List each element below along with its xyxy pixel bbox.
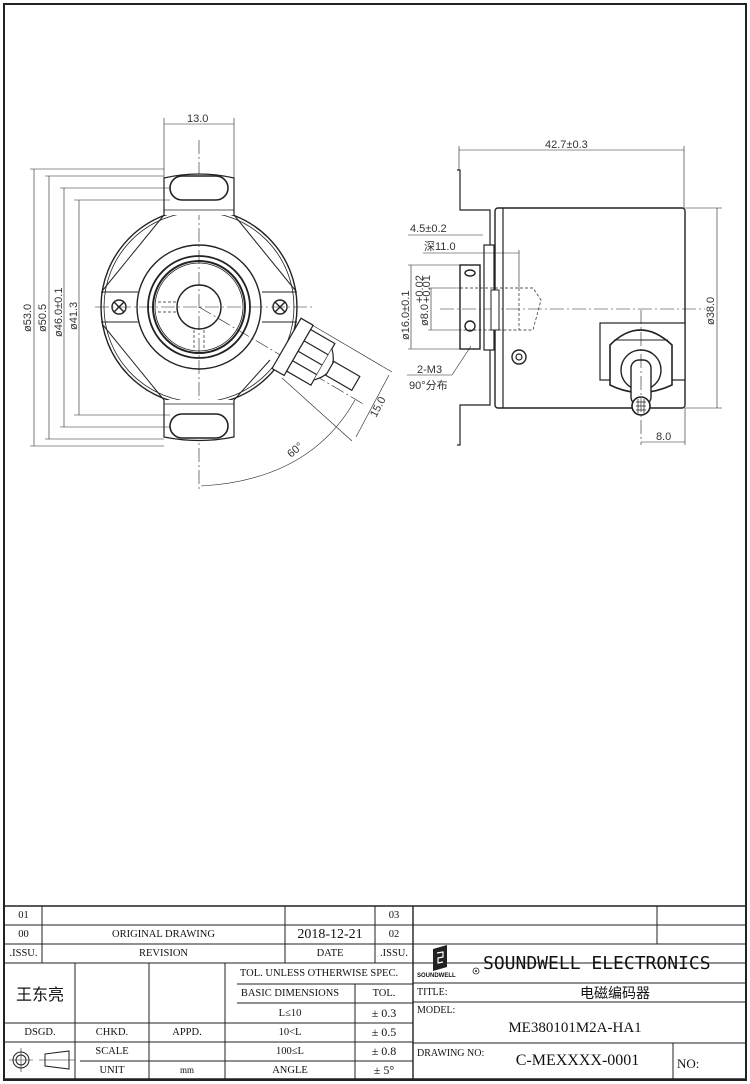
screw-left-icon bbox=[111, 299, 127, 315]
projection-symbol-icon bbox=[9, 1048, 75, 1072]
dim-screws-distribution: 90°分布 bbox=[409, 379, 448, 392]
dim-cable-offset: 8.0 bbox=[656, 431, 671, 443]
rev-description-00: ORIGINAL DRAWING bbox=[112, 929, 215, 940]
logo-text: SOUNDWELL bbox=[417, 973, 456, 979]
technical-drawing: 13.0 ø53.0 ø50.5 ø46.0±0.1 ø41.3 15.0 60… bbox=[22, 113, 722, 490]
title-block-grid bbox=[5, 905, 745, 1079]
drawing-sheet-border bbox=[3, 3, 747, 1081]
drawing-no-value: C-MEXXXX-0001 bbox=[515, 1052, 640, 1069]
dim-flange-offset: 4.5±0.2 bbox=[410, 223, 447, 235]
tolerance-col-basic: BASIC DIMENSIONS bbox=[240, 988, 340, 999]
tolerance-header: TOL. UNLESS OTHERWISE SPEC. bbox=[239, 968, 399, 979]
label-dsgd: DSGD. bbox=[24, 1027, 56, 1038]
tolerance-value-1: ± 0.5 bbox=[371, 1025, 397, 1039]
drawing-no-label: DRAWING NO: bbox=[417, 1048, 485, 1059]
rev-issu-01: 01 bbox=[18, 910, 29, 921]
value-scale bbox=[149, 1042, 225, 1061]
dim-screws: 2-M3 bbox=[417, 364, 442, 376]
rev-issu-02: 02 bbox=[388, 929, 400, 940]
rev-header-issu: .ISSU. bbox=[9, 948, 38, 959]
label-scale: SCALE bbox=[95, 1046, 129, 1057]
dim-bore-tol-lower: +0.01 bbox=[421, 275, 433, 303]
label-unit: UNIT bbox=[99, 1064, 125, 1076]
label-chkd: CHKD. bbox=[95, 1027, 129, 1038]
tolerance-range-2: 100≤L bbox=[276, 1046, 304, 1057]
dim-dia-46: ø46.0±0.1 bbox=[53, 288, 65, 337]
title-value: 电磁编码器 bbox=[580, 986, 650, 1002]
model-label: MODEL: bbox=[417, 1005, 456, 1016]
dim-bore-tol-upper: +0.02 bbox=[414, 275, 426, 303]
tolerance-value-3: ± 5° bbox=[373, 1062, 395, 1077]
tolerance-range-1: 10<L bbox=[278, 1027, 302, 1038]
title-label: TITLE: bbox=[417, 987, 448, 998]
company-name: SOUNDWELL ELECTRONICS bbox=[483, 953, 711, 974]
dim-gland-length: 15.0 bbox=[368, 395, 389, 420]
value-unit: mm bbox=[179, 1065, 194, 1075]
rev-header-revision: REVISION bbox=[139, 948, 188, 959]
rev-date-00: 2018-12-21 bbox=[297, 926, 363, 942]
rev-date-01 bbox=[285, 906, 375, 925]
rev-header-date: DATE bbox=[316, 948, 344, 959]
designer-name: 王东亮 bbox=[15, 987, 64, 1004]
dim-dia-53: ø53.0 bbox=[22, 304, 34, 332]
side-view: 42.7±0.3 4.5±0.2 深11.0 ø16.0±0.1 ø8.0 +0… bbox=[400, 139, 722, 446]
no-label: NO: bbox=[677, 1056, 700, 1071]
soundwell-logo-icon bbox=[433, 945, 480, 975]
model-value: ME380101M2A-HA1 bbox=[508, 1019, 642, 1036]
dim-dia-50-5: ø50.5 bbox=[37, 304, 49, 332]
tolerance-range-0: L≤10 bbox=[278, 1007, 302, 1019]
dim-overall-length: 42.7±0.3 bbox=[545, 139, 588, 151]
tolerance-value-2: ± 0.8 bbox=[371, 1044, 397, 1058]
dim-bore-dia: ø8.0 bbox=[419, 304, 431, 326]
rev-header-issu2: .ISSU. bbox=[379, 948, 408, 959]
front-view: 13.0 ø53.0 ø50.5 ø46.0±0.1 ø41.3 15.0 60… bbox=[22, 113, 393, 490]
rev-issu-03: 03 bbox=[388, 910, 400, 921]
rev-description-01 bbox=[42, 906, 285, 925]
dim-ear-width: 13.0 bbox=[187, 113, 208, 125]
tolerance-col-tol: TOL. bbox=[372, 988, 396, 999]
screw-right-icon bbox=[272, 299, 288, 315]
dim-cable-angle: 60° bbox=[285, 440, 305, 460]
dim-dia-41-3: ø41.3 bbox=[68, 302, 80, 330]
dim-bore-depth: 深11.0 bbox=[424, 240, 456, 253]
dim-body-dia: ø38.0 bbox=[705, 297, 717, 325]
title-block: 01 03 00 ORIGINAL DRAWING 2018-12-21 02 … bbox=[5, 905, 745, 1079]
tolerance-value-0: ± 0.3 bbox=[371, 1005, 397, 1020]
dim-clamp-dia: ø16.0±0.1 bbox=[400, 291, 412, 340]
label-appd: APPD. bbox=[172, 1027, 202, 1038]
rev-issu-00: 00 bbox=[18, 929, 29, 940]
tolerance-range-3: ANGLE bbox=[272, 1064, 308, 1076]
